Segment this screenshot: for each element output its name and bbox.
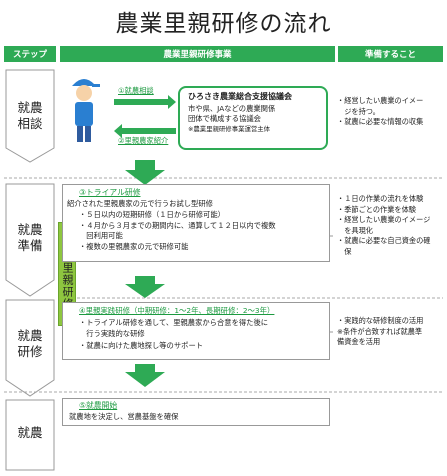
prep-item: ・１日の作業の流れを体験 <box>337 194 424 203</box>
start-farming-box: ⑤就農開始 就農地を決定し、営農基盤を確保 <box>62 398 330 426</box>
trial-training-box: ③トライアル研修 紹介された里親農家の元で行うお試し型研修 ・５日以内の短期研修… <box>62 184 330 262</box>
council-note: ※農業里親研修事業運営主体 <box>188 125 271 133</box>
step-arrow-training <box>5 299 55 397</box>
trial-title: ③トライアル研修 <box>79 188 141 197</box>
trial-line: ・４月から３月までの期間内に、通算して１２日以内で複数 <box>79 221 276 230</box>
prep-item: 備資金を活用 <box>337 337 381 346</box>
down-arrow-1 <box>125 160 165 185</box>
prep-item: ・実践的な研修制度の活用 <box>337 316 424 325</box>
down-arrow-2 <box>125 276 165 298</box>
step-label-farming: 就農 <box>6 425 54 441</box>
trial-line: ・５日以内の短期研修（１日から研修可能） <box>79 210 225 219</box>
prep-item: ・経営したい農業のイメージ <box>337 215 431 224</box>
consult-arrow-label: ①就農相談 <box>118 86 154 95</box>
prep-consult: ・経営したい農業のイメー ジを持つ。 ・就農に必要な情報の収集 <box>337 96 445 128</box>
step-label-line1: 就農 <box>17 425 43 440</box>
down-arrow-3 <box>125 364 165 387</box>
trial-line: 紹介された里親農家の元で行うお試し型研修 <box>67 199 213 208</box>
step-label-line1: 就農 <box>17 222 43 237</box>
header-step: ステップ <box>4 46 56 62</box>
prep-item: ジを持つ。 <box>337 106 380 116</box>
prep-item: 保 <box>337 246 352 256</box>
header-prep: 準備すること <box>338 46 443 62</box>
arrow-consult-right <box>114 95 176 109</box>
step-label-line1: 就農 <box>17 100 43 115</box>
practical-training-box: ④里親実践研修（中期研修：1～2年、長期研修：2～3年） ・トライアル研修を通し… <box>62 302 330 360</box>
prep-item: ※条件が合致すれば就農準 <box>337 326 423 336</box>
practical-line: ・トライアル研修を通して、里親農家から合意を得た後に <box>79 318 269 327</box>
arrow-introduce-left <box>114 124 176 138</box>
step-arrow-prep <box>5 183 55 297</box>
council-line-2: 団体で構成する協議会 <box>188 114 261 123</box>
introduce-arrow-label: ②里親農家紹介 <box>118 136 169 145</box>
step-label-consult: 就農 相談 <box>6 100 54 132</box>
page-title: 農業里親研修の流れ <box>115 11 332 37</box>
council-line-1: 市や県、JAなどの農業関係 <box>188 104 276 113</box>
step-label-training: 就農 研修 <box>6 328 54 360</box>
step-label-line2: 相談 <box>17 116 43 131</box>
start-line: 就農地を決定し、営農基盤を確保 <box>69 412 179 421</box>
council-box: ひろさき農業総合支援協議会 市や県、JAなどの農業関係 団体で構成する協議会 ※… <box>178 86 328 150</box>
prep-item: ・季節ごとの作業を体験 <box>337 204 416 214</box>
header-main: 農業里親研修事業 <box>60 46 335 62</box>
prep-practical: ・実践的な研修制度の活用 ※条件が合致すれば就農準 備資金を活用 <box>337 316 445 348</box>
trial-line: ・複数の里親農家の元で研修可能 <box>79 242 189 251</box>
prep-item: ・就農に必要な自己資金の確 <box>337 236 431 245</box>
practical-line: 行う実践的な研修 <box>79 329 145 338</box>
prep-item: ・経営したい農業のイメー <box>337 96 424 105</box>
prep-item: を具現化 <box>337 225 373 235</box>
step-arrow-farming <box>5 399 55 471</box>
trial-line: 回利用可能 <box>79 231 123 240</box>
step-arrow-consult <box>5 69 55 163</box>
practical-title: ④里親実践研修（中期研修：1～2年、長期研修：2～3年） <box>79 306 275 315</box>
practical-line: ・就農に向けた農地探し等のサポート <box>79 341 204 350</box>
prep-item: ・就農に必要な情報の収集 <box>337 117 424 126</box>
council-title: ひろさき農業総合支援協議会 <box>188 92 292 101</box>
start-title: ⑤就農開始 <box>79 401 118 410</box>
step-label-line1: 就農 <box>17 328 43 343</box>
step-label-line2: 研修 <box>17 344 43 359</box>
step-label-line2: 準備 <box>17 238 43 253</box>
farmer-person-icon <box>72 79 100 142</box>
step-label-prep: 就農 準備 <box>6 222 54 254</box>
prep-trial: ・１日の作業の流れを体験 ・季節ごとの作業を体験 ・経営したい農業のイメージ を… <box>337 194 445 257</box>
